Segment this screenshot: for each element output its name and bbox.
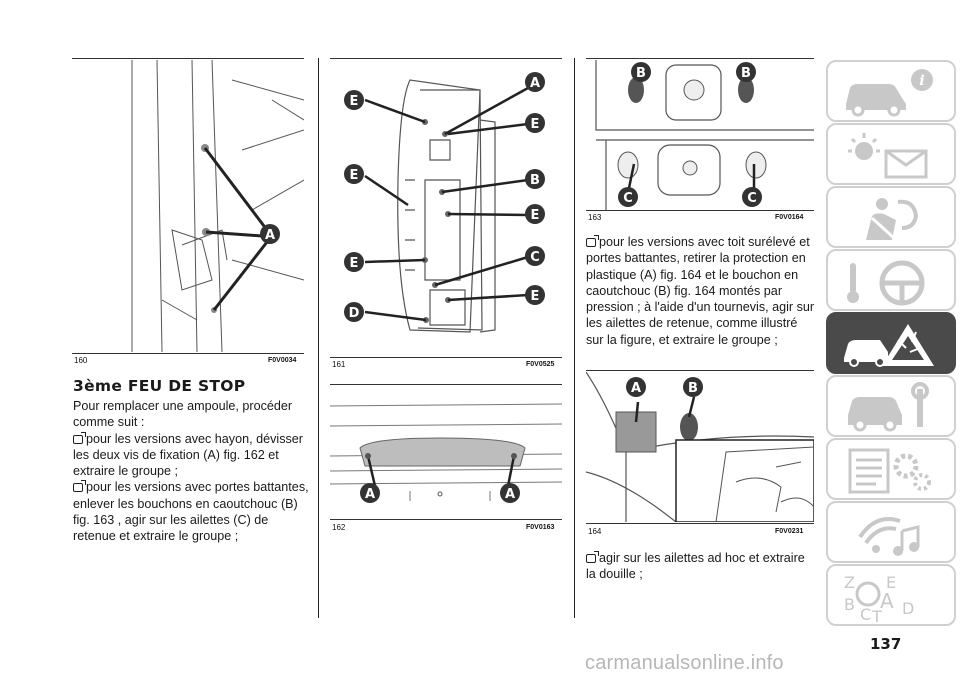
figure-164: A B: [586, 372, 814, 522]
tab-specifications[interactable]: [826, 438, 956, 500]
figure-163: B B C C: [586, 60, 814, 210]
fig164-number: 164: [588, 527, 602, 536]
svg-text:Z: Z: [844, 573, 855, 592]
column-separator-1: [318, 58, 319, 618]
tab-starting-driving[interactable]: [826, 249, 956, 311]
checkbox-bullet-icon: [73, 480, 86, 493]
fig161-label-b: B: [530, 173, 540, 188]
fig161-label-c: C: [530, 250, 540, 265]
bullet-toit-sureleve: pour les versions avec toit surélevé et …: [586, 235, 815, 347]
tab-multimedia[interactable]: [826, 501, 956, 563]
fig163-label-c2: C: [747, 191, 757, 206]
fig161-label-a: A: [530, 76, 540, 91]
fig161-label-e5: E: [350, 256, 359, 271]
fig161-number: 161: [332, 360, 346, 369]
fig161-label-e2: E: [531, 117, 540, 132]
multimedia-icon: [858, 517, 920, 556]
fig163-label-c1: C: [623, 191, 633, 206]
fig161-bottom-rule: [330, 357, 562, 358]
figure-163-illustration: B B C C: [595, 60, 814, 210]
tab-emergency[interactable]: [826, 312, 956, 374]
figure-162: A A: [330, 386, 562, 518]
section-heading: 3ème FEU DE STOP: [73, 377, 246, 395]
steering-key-icon: [847, 260, 925, 306]
fig161-label-e4: E: [531, 208, 540, 223]
fig161-top-rule: [330, 58, 562, 59]
car-maintenance-icon: [848, 382, 929, 432]
fig161-label-d: D: [349, 306, 360, 321]
fig161-label-e1: E: [350, 94, 359, 109]
fig164-code: F0V0231: [775, 528, 804, 535]
fig160-label-a: A: [265, 228, 275, 243]
fig164-bottom-rule: [586, 523, 814, 524]
emergency-triangle-icon: [844, 324, 934, 367]
fig161-code: F0V0525: [526, 361, 555, 368]
intro-paragraph: Pour remplacer une ampoule, procéder com…: [73, 399, 293, 430]
svg-text:E: E: [886, 573, 896, 592]
airbag-seatbelt-icon: [866, 198, 919, 240]
fig163-label-b2: B: [741, 66, 751, 81]
fig162-number: 162: [332, 523, 346, 532]
svg-text:T: T: [871, 607, 882, 622]
car-info-icon: i: [846, 69, 933, 117]
fig160-code: F0V0034: [268, 357, 297, 364]
figure-161: A E E E B E C E E D: [330, 60, 562, 356]
fig162-top-rule: [330, 384, 562, 385]
tab-safety[interactable]: [826, 186, 956, 248]
fig161-label-e6: E: [531, 289, 540, 304]
tab-vehicle-info[interactable]: i: [826, 60, 956, 122]
fig163-bottom-rule: [586, 210, 814, 211]
fig160-number: 160: [74, 356, 88, 365]
checkbox-bullet-icon: [586, 235, 599, 247]
fig162-code: F0V0163: [526, 524, 555, 531]
column3-text-2: agir sur les ailettes ad hoc et extraire…: [586, 550, 816, 583]
figure-161-illustration: [364, 79, 529, 333]
svg-text:A: A: [880, 589, 894, 613]
bullet-hayon: pour les versions avec hayon, dévisser l…: [73, 431, 304, 479]
bullet-douille: agir sur les ailettes ad hoc et extraire…: [586, 551, 805, 582]
bullet-portes-battantes: pour les versions avec portes battantes,…: [73, 480, 309, 544]
checkbox-bullet-icon: [73, 431, 86, 444]
column3-text-1: pour les versions avec toit surélevé et …: [586, 234, 816, 348]
specifications-icon: [848, 448, 931, 494]
fig164-label-b: B: [688, 381, 698, 396]
watermark: carmanualsonline.info: [585, 652, 784, 674]
figure-164-illustration: A B: [586, 372, 814, 522]
svg-text:B: B: [844, 595, 855, 614]
svg-text:D: D: [902, 599, 914, 618]
fig163-number: 163: [588, 213, 602, 222]
fig161-label-e3: E: [350, 168, 359, 183]
figure-160: A: [72, 60, 304, 352]
figure-162-illustration: A A: [330, 403, 562, 503]
svg-text:C: C: [860, 605, 871, 622]
tab-warning-lights[interactable]: [826, 123, 956, 185]
fig160-top-rule: [72, 58, 304, 59]
fig162-label-a1: A: [365, 487, 375, 502]
fig163-top-rule: [586, 58, 814, 59]
page-number: 137: [870, 635, 902, 653]
checkbox-bullet-icon: [586, 551, 599, 563]
warning-lights-icon: [848, 133, 928, 179]
column1-text: Pour remplacer une ampoule, procéder com…: [73, 398, 309, 545]
tab-maintenance[interactable]: [826, 375, 956, 437]
column-separator-2: [574, 58, 575, 618]
fig160-bottom-rule: [72, 353, 304, 354]
fig162-bottom-rule: [330, 519, 562, 520]
svg-text:i: i: [919, 73, 924, 89]
figure-160-illustration: A: [131, 60, 304, 352]
fig164-top-rule: [586, 370, 814, 371]
fig163-code: F0V0164: [775, 214, 804, 221]
fig164-label-a: A: [631, 381, 641, 396]
fig162-label-a2: A: [505, 487, 515, 502]
fig161-labels: A E E E B E C E E D: [344, 72, 545, 322]
fig163-label-b1: B: [636, 66, 646, 81]
